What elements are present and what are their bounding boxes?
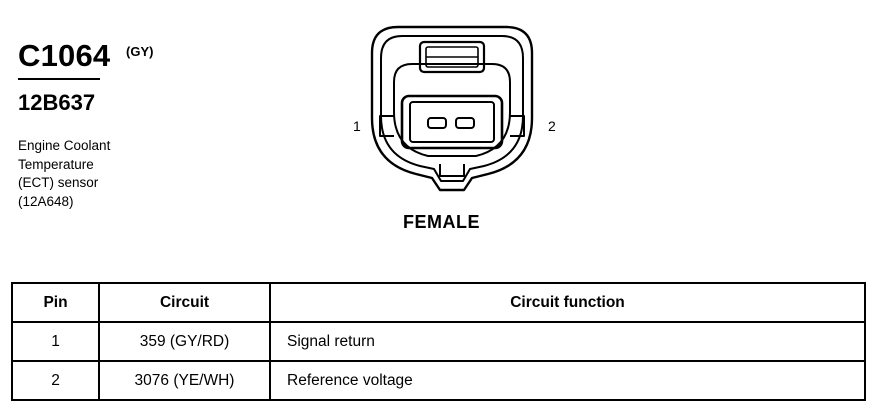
pin-label-right: 2	[548, 118, 556, 134]
component-description: Engine Coolant Temperature (ECT) sensor …	[18, 137, 110, 211]
column-header-circuit-function: Circuit function	[269, 282, 866, 323]
connector-id-underline	[18, 78, 100, 80]
pin-cell: 2	[11, 360, 100, 401]
connector-inner-shell	[380, 35, 524, 182]
description-line: (ECT) sensor	[18, 175, 99, 190]
pin-table: Pin Circuit Circuit function 1 359 (GY/R…	[11, 282, 866, 401]
pin-label-left: 1	[353, 118, 361, 134]
terminal-cavity	[400, 94, 504, 150]
connector-outer-shell	[370, 25, 534, 192]
side-notch-right	[510, 115, 525, 137]
side-notch-left	[379, 115, 394, 137]
terminal-cavity-inner	[409, 101, 495, 143]
connector-color-code: (GY)	[126, 44, 154, 59]
connector-view-label: FEMALE	[403, 212, 480, 232]
column-header-circuit: Circuit	[98, 282, 271, 323]
description-line: (12A648)	[18, 193, 74, 209]
description-line: Engine Coolant	[18, 138, 111, 153]
table-row: 1 359 (GY/RD) Signal return	[11, 321, 866, 362]
column-header-pin: Pin	[11, 282, 100, 323]
connector-face-drawing	[370, 25, 534, 192]
pin-cell: 1	[11, 321, 100, 362]
terminal-pin-2	[455, 117, 475, 129]
terminal-pin-1	[427, 117, 447, 129]
circuit-cell: 3076 (YE/WH)	[98, 360, 271, 401]
circuit-function-cell: Reference voltage	[269, 360, 866, 401]
part-number: 12B637	[18, 90, 96, 115]
table-row: 2 3076 (YE/WH) Reference voltage	[11, 360, 866, 401]
bottom-key	[439, 164, 465, 177]
connector-housing	[393, 63, 511, 157]
locking-tab	[418, 40, 486, 74]
circuit-function-cell: Signal return	[269, 321, 866, 362]
table-header-row: Pin Circuit Circuit function	[11, 282, 866, 323]
circuit-cell: 359 (GY/RD)	[98, 321, 271, 362]
connector-id: C1064	[18, 38, 111, 73]
description-line: Temperature	[18, 156, 94, 172]
